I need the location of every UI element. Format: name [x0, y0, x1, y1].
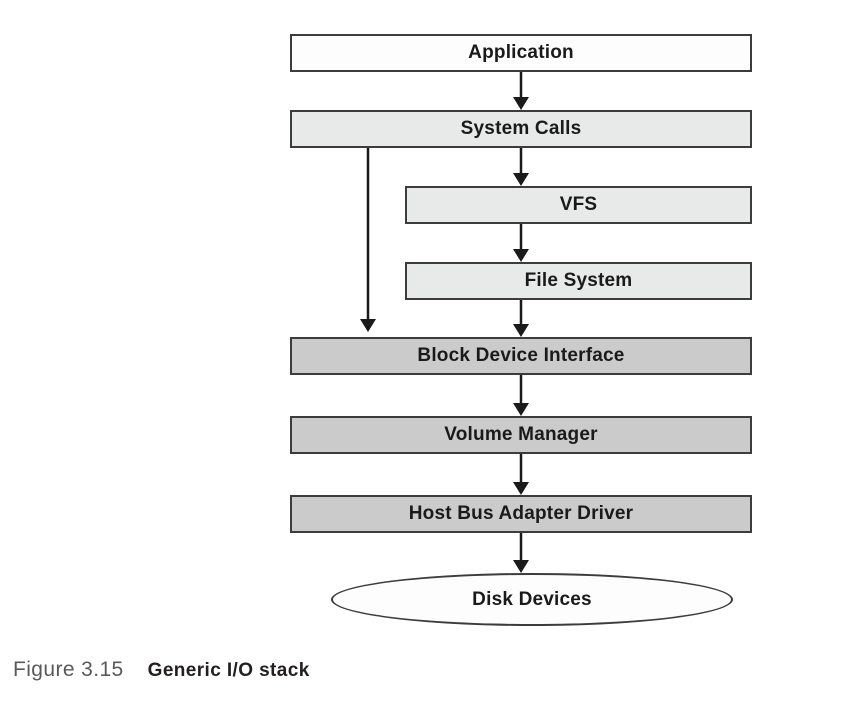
arrow-block-device-interface-to-volume-manager	[513, 375, 529, 416]
node-file-system-label: File System	[524, 270, 633, 291]
figure-caption-label: Figure 3.15	[13, 658, 124, 681]
arrow-vfs-to-file-system	[513, 224, 529, 262]
node-vfs-label: VFS	[559, 194, 598, 215]
node-block-device-interface-label: Block Device Interface	[417, 345, 625, 366]
figure-caption-title: Generic I/O stack	[147, 660, 310, 681]
node-disk-devices-label: Disk Devices	[472, 588, 592, 610]
arrow-host-bus-adapter-driver-to-disk-devices	[513, 533, 529, 573]
node-system-calls-label: System Calls	[460, 118, 582, 139]
arrow-bypass-system-calls-to-block-device-interface	[360, 148, 376, 332]
node-volume-manager-label: Volume Manager	[444, 424, 598, 445]
node-application: Application	[290, 34, 752, 72]
figure-caption: Figure 3.15 Generic I/O stack	[13, 658, 310, 682]
arrow-application-to-system-calls	[513, 72, 529, 110]
node-block-device-interface: Block Device Interface	[290, 337, 752, 375]
node-application-label: Application	[468, 42, 574, 63]
node-volume-manager: Volume Manager	[290, 416, 752, 454]
node-host-bus-adapter-driver: Host Bus Adapter Driver	[290, 495, 752, 533]
arrow-file-system-to-block-device-interface	[513, 300, 529, 337]
node-disk-devices: Disk Devices	[331, 573, 733, 626]
node-host-bus-adapter-driver-label: Host Bus Adapter Driver	[408, 503, 634, 524]
node-vfs: VFS	[405, 186, 752, 224]
arrow-volume-manager-to-host-bus-adapter-driver	[513, 454, 529, 495]
arrow-system-calls-to-vfs	[513, 148, 529, 186]
node-system-calls: System Calls	[290, 110, 752, 148]
node-file-system: File System	[405, 262, 752, 300]
